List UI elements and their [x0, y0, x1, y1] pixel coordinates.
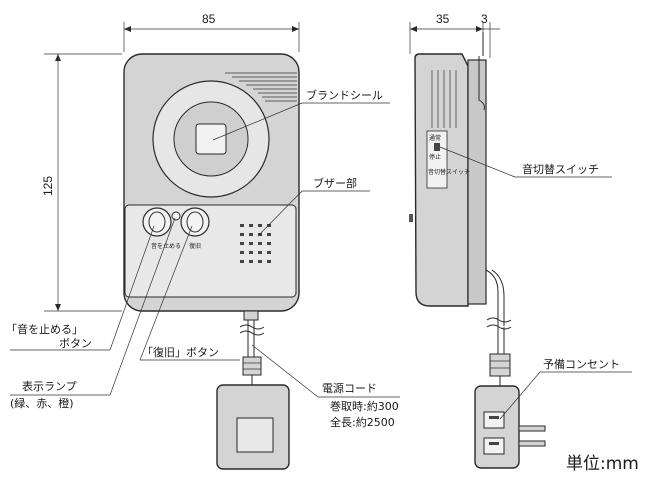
cord-label: 電源コード [322, 381, 377, 395]
back-plate [467, 59, 487, 305]
reset-button[interactable] [180, 207, 210, 237]
stop-button-label: 「音を止める」 [6, 322, 83, 336]
switch-name-print: 音切替スイッチ [428, 168, 470, 176]
lamp-label: 表示ランプ [22, 379, 77, 393]
sound-switch-label: 音切替スイッチ [522, 162, 599, 176]
brand-seal-label: ブランドシール [306, 88, 383, 102]
buzzer-label: ブザー部 [313, 176, 357, 190]
cord-reel-length: 巻取時:約300 [330, 399, 399, 413]
side-view: 通常 停止 音切替スイッチ [409, 32, 546, 469]
dimension-lines [44, 22, 500, 312]
side-vent [431, 70, 457, 128]
unit-label: 単位:mm [566, 454, 639, 474]
width-dimension: 85 [202, 12, 216, 26]
plug-prong [518, 440, 546, 447]
plug-prong [518, 425, 546, 432]
reset-button-print: 復旧 [189, 242, 201, 250]
reset-button-label: 「復旧」ボタン [142, 346, 219, 359]
stop-button-print: 音を止める [151, 242, 181, 250]
clip-dimension: 3 [481, 12, 488, 26]
front-vent [225, 72, 297, 102]
sound-switch[interactable] [434, 143, 440, 151]
stop-sound-button[interactable] [142, 207, 172, 237]
front-view: 音を止める 復旧 [123, 53, 300, 470]
height-dimension: 125 [41, 176, 55, 196]
cord-total-length: 全長:約2500 [330, 415, 395, 429]
stop-button-label-2: ボタン [59, 337, 92, 350]
depth-dimension: 35 [436, 12, 450, 26]
leader-lines [10, 102, 632, 420]
buzzer-grille [240, 224, 271, 263]
indicator-lamp [171, 211, 181, 221]
sound-switch-plate [426, 130, 448, 189]
lamp-colors-label: (緑、赤、橙) [10, 396, 74, 410]
spare-outlet-label: 予備コンセント [543, 358, 620, 371]
switch-stop-print: 停止 [429, 153, 441, 161]
brand-seal [195, 123, 227, 155]
switch-normal-print: 通常 [429, 134, 441, 142]
